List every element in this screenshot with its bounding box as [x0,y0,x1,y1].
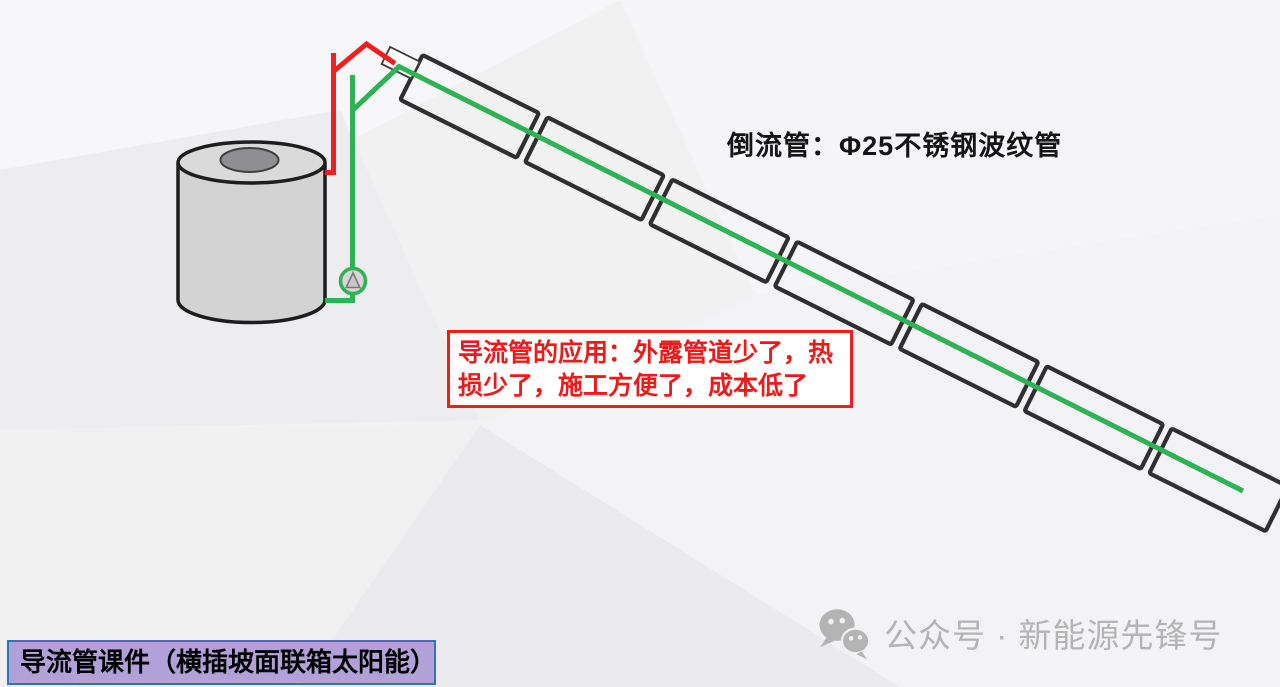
note-line-2: 损少了，施工方便了，成本低了 [458,372,809,400]
application-note-box: 导流管的应用：外露管道少了，热 损少了，施工方便了，成本低了 [447,330,853,408]
pipe-spec-label: 倒流管：Φ25不锈钢波纹管 [727,131,1063,161]
storage-tank [176,140,327,325]
watermark: 公众号 · 新能源先锋号 [816,602,1222,664]
slide-title-bar: 导流管课件（横插坡面联箱太阳能） [7,640,436,685]
pump-arrow-icon [344,270,362,289]
wechat-bubbles-icon [819,609,871,660]
collector-panel [648,178,791,284]
watermark-text: 公众号 · 新能源先锋号 [884,617,1223,654]
tank-opening [219,147,280,173]
flow-guide-pipe [325,63,1245,494]
backflow-pipe [325,40,397,175]
circulation-pump [338,266,368,296]
collector-panel [523,115,666,222]
note-line-1: 导流管的应用：外露管道少了，热 [458,339,834,367]
